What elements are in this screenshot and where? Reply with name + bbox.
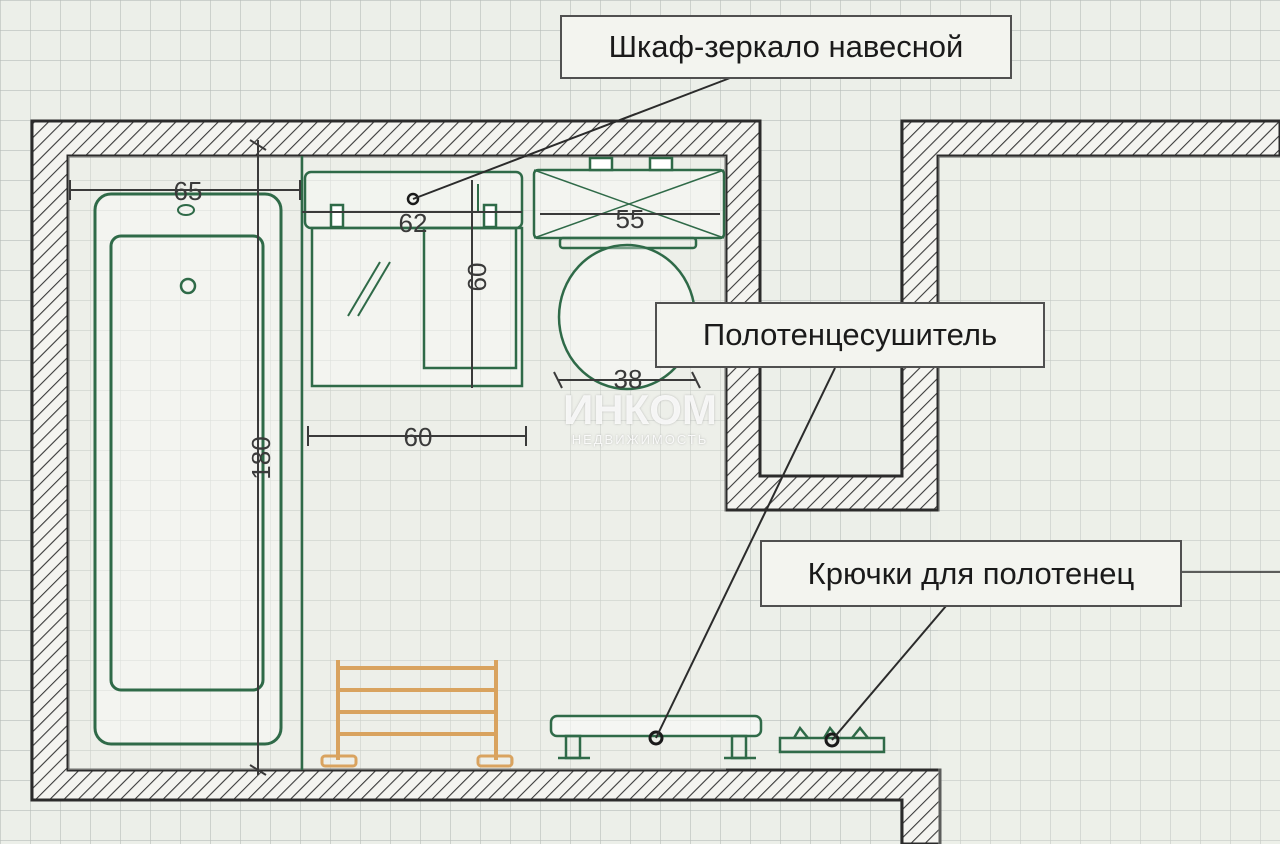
- wall-towel-rail: [549, 714, 763, 760]
- drain-icon: [179, 277, 197, 295]
- towel-hooks-label: Крючки для полотенец: [807, 555, 1135, 591]
- adjacent-room-floor: [938, 156, 1280, 844]
- mirror-cabinet-callout: Шкаф-зеркало навесной: [560, 15, 1012, 79]
- bath-width-label: 65: [174, 176, 203, 206]
- bath-length-label: 180: [246, 436, 276, 479]
- callout-leader-lines: [412, 77, 1280, 741]
- towel-hooks-callout: Крючки для полотенец: [760, 540, 1182, 607]
- bathroom-wall: [30, 119, 1280, 844]
- towel-dryer: [320, 660, 514, 768]
- towel-dryer-callout: Полотенцесушитель: [655, 302, 1045, 368]
- toilet-bowl-width-label: 38: [614, 364, 643, 394]
- towel-dryer-anchor-icon: [648, 730, 664, 746]
- sink-cabinet: [303, 170, 524, 388]
- walls: [30, 119, 1280, 844]
- sink-cabinet-width-label: 62: [399, 208, 428, 238]
- mirror-callout-anchor-icon: [406, 192, 420, 206]
- toilet-dimension-lines: [540, 213, 720, 389]
- towel-dryer-label: Полотенцесушитель: [702, 317, 998, 352]
- toilet-tank-width-label: 55: [616, 204, 645, 234]
- sink-dimension-lines: [302, 180, 527, 446]
- mirror-cabinet-label: Шкаф-зеркало навесной: [608, 29, 964, 64]
- bathtub: [93, 156, 304, 770]
- towel-hooks-anchor-icon: [824, 732, 840, 748]
- bath-dimension-lines: [69, 139, 301, 776]
- sink-cabinet-depth-label: 60: [462, 263, 492, 292]
- sink-zone-width-label: 60: [404, 422, 433, 452]
